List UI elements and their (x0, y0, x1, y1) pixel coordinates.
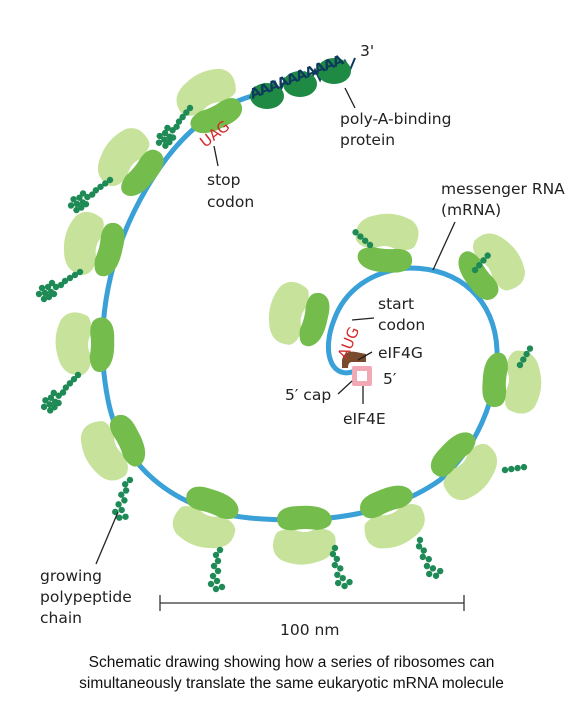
poly-a-binding-protein (250, 58, 351, 109)
mrna-label-2: (mRNA) (441, 201, 501, 219)
ribosome (73, 406, 154, 489)
poly-a-binding-label: poly-A-binding (340, 110, 451, 128)
growing-chain-label-3: chain (40, 609, 82, 627)
eif4g-protein (342, 351, 366, 368)
start-codon-label: start (378, 295, 414, 313)
five-prime-label: 5′ (383, 370, 397, 388)
ribosome (261, 277, 335, 354)
scale-bar-label: 100 nm (280, 621, 339, 639)
polypeptide-chain (65, 176, 116, 214)
figure-caption: Schematic drawing showing how a series o… (0, 652, 583, 694)
eif4e-label: eIF4E (343, 410, 386, 428)
polypeptide-chain (34, 371, 89, 416)
stop-codon-label: stop (207, 171, 240, 189)
poly-a-binding-label-2: protein (340, 131, 395, 149)
eif4g-label: eIF4G (378, 344, 423, 362)
ribosome (167, 480, 247, 557)
mrna-label: messenger RNA (441, 180, 565, 198)
five-prime-cap-label: 5′ cap (285, 386, 331, 404)
polypeptide-chain (500, 455, 529, 482)
ribosome (480, 347, 545, 416)
ribosome (54, 311, 116, 377)
polypeptide-chain (407, 534, 446, 583)
stop-codon-label-2: codon (207, 193, 254, 211)
caption-line-2: simultaneously translate the same eukary… (79, 675, 504, 692)
polypeptide-chain (207, 546, 226, 593)
growing-chain-label: growing (40, 567, 102, 585)
scale-bar (159, 595, 465, 611)
ribosome (449, 223, 534, 309)
start-codon-label-2: codon (378, 316, 425, 334)
caption-line-1: Schematic drawing showing how a series o… (88, 654, 495, 671)
ribosome (56, 207, 130, 284)
ribosome (421, 422, 508, 509)
growing-chain-label-2: polypeptide (40, 588, 132, 606)
ribosome (273, 505, 336, 565)
polypeptide-chain (35, 268, 84, 303)
polypeptide-chain (110, 474, 136, 523)
three-prime-label: 3' (360, 42, 374, 60)
ribosome (352, 210, 421, 275)
